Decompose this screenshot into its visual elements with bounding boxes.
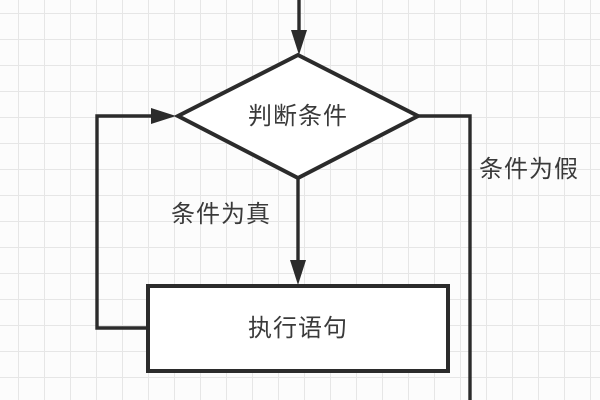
process-node-label: 执行语句	[248, 314, 348, 342]
loopback-arrowhead-icon	[151, 108, 176, 124]
decision-diamond-node	[173, 52, 423, 181]
process-rectangle-node	[146, 284, 450, 373]
true-branch-label: 条件为真	[171, 200, 271, 228]
true-branch-arrowhead-icon	[290, 260, 306, 285]
false-branch-connector	[418, 114, 472, 400]
loopback-connector	[95, 114, 152, 330]
false-branch-label: 条件为假	[479, 155, 579, 183]
decision-node-label: 判断条件	[248, 102, 348, 130]
entry-arrowhead-icon	[291, 30, 307, 55]
